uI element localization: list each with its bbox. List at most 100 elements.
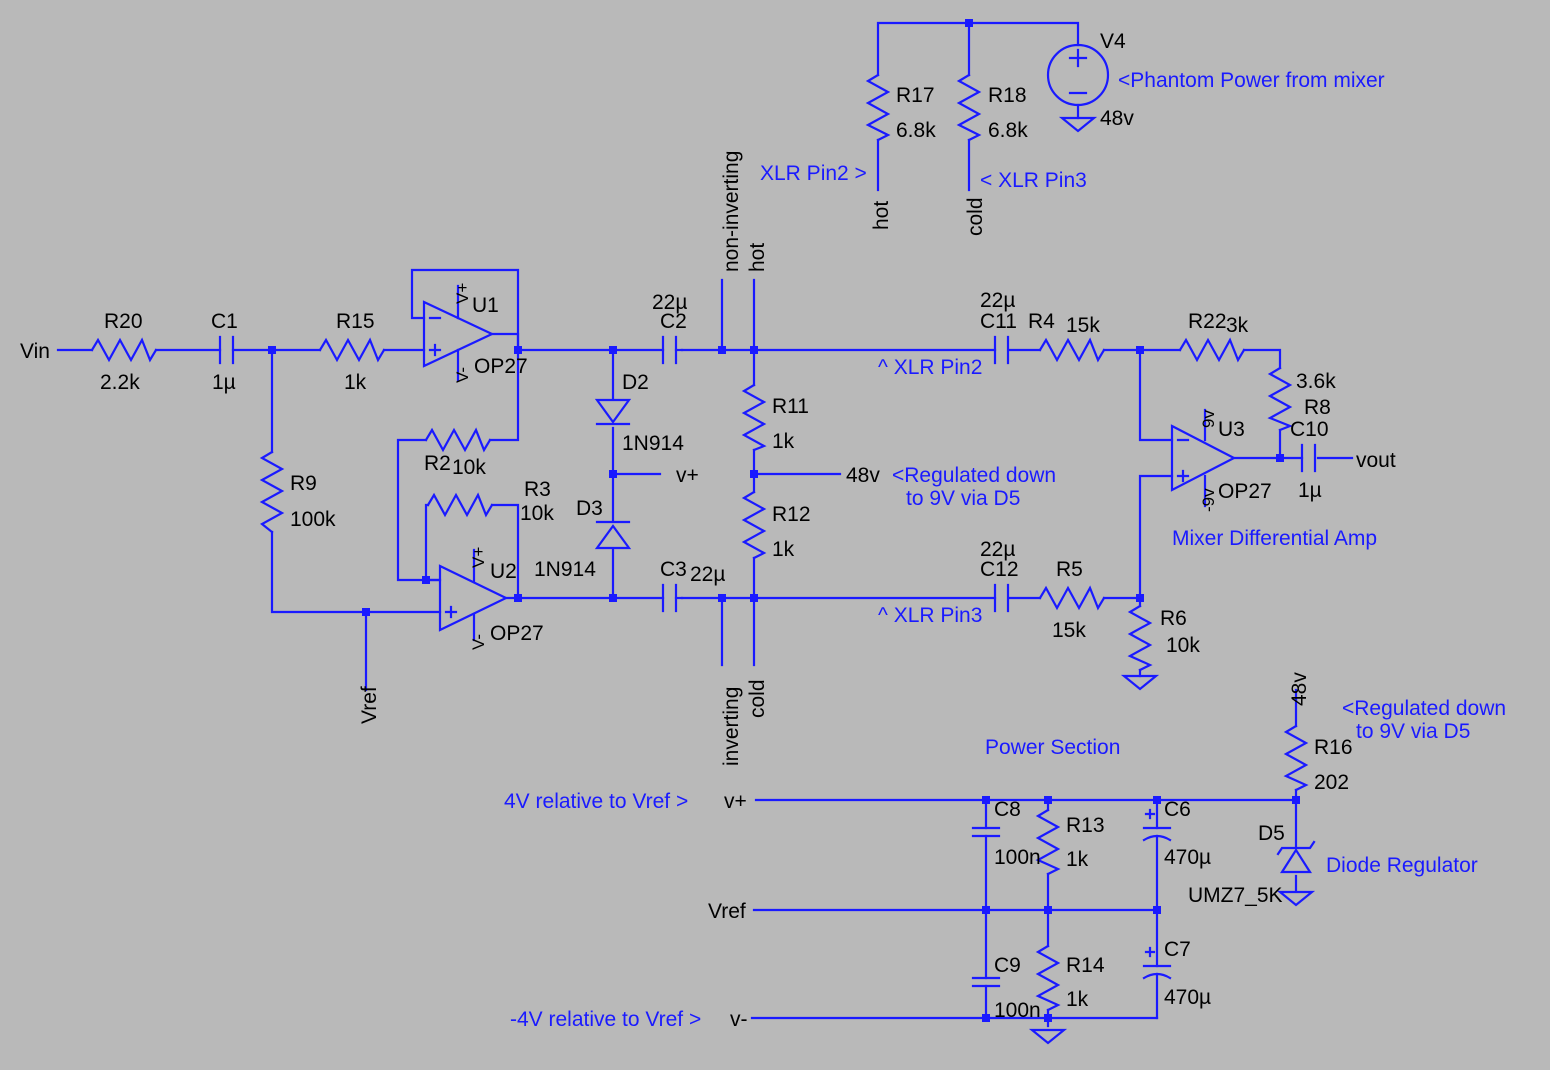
label-r22-value: 3k — [1226, 314, 1249, 337]
label-d3-model: 1N914 — [534, 558, 596, 581]
capacitor-c9 — [971, 976, 1001, 988]
label-c10-ref: C10 — [1290, 418, 1329, 441]
label-r17-ref: R17 — [896, 84, 935, 107]
label-u3-vp: 9v — [1199, 410, 1218, 428]
capacitor-c7 — [1142, 946, 1172, 980]
wires — [56, 21, 1354, 1028]
label-u1-ref: U1 — [472, 294, 499, 317]
net-48v-r11: 48v — [846, 464, 880, 487]
voltage-source-v4 — [1046, 43, 1110, 107]
ground-d5 — [1276, 890, 1316, 907]
net-vref-power: Vref — [708, 900, 746, 923]
net-labels: Vin vout Vref v+ 48v non-inverting hot i… — [20, 151, 1396, 1031]
label-u3-model: OP27 — [1218, 480, 1272, 503]
label-c9-ref: C9 — [994, 954, 1021, 977]
resistor-r11 — [741, 383, 767, 452]
annotations: <Phantom Power from mixer XLR Pin2 > < X… — [504, 69, 1506, 1031]
capacitor-c2 — [661, 335, 684, 365]
label-r16-ref: R16 — [1314, 736, 1353, 759]
resistor-r17 — [865, 73, 891, 142]
label-r11-ref: R11 — [772, 395, 809, 418]
label-r6-value: 10k — [1166, 634, 1200, 657]
label-r22-ref: R22 — [1188, 310, 1227, 333]
label-r2-value: 10k — [452, 456, 486, 479]
label-r15-value: 1k — [344, 371, 367, 394]
sources — [1028, 43, 1316, 1045]
label-c8-ref: C8 — [994, 798, 1021, 821]
diode-d3 — [594, 520, 632, 550]
label-r17-value: 6.8k — [896, 119, 936, 142]
net-hot-main: hot — [746, 243, 769, 272]
label-r9-ref: R9 — [290, 472, 317, 495]
label-r6-ref: R6 — [1160, 607, 1187, 630]
note-phantom: <Phantom Power from mixer — [1118, 69, 1385, 92]
label-c7-value: 470µ — [1164, 986, 1211, 1009]
capacitor-c1 — [218, 335, 235, 365]
label-c8-value: 100n — [994, 846, 1041, 869]
capacitor-c6 — [1142, 808, 1172, 842]
label-r8-ref: R8 — [1304, 396, 1331, 419]
label-u1-vn: V- — [453, 367, 472, 383]
label-c12-value: 22µ — [980, 538, 1015, 561]
label-c3-value: 22µ — [690, 563, 725, 586]
note-regulated-1a: <Regulated down — [892, 464, 1056, 487]
label-r18-value: 6.8k — [988, 119, 1028, 142]
resistor-r13 — [1035, 808, 1061, 876]
label-c7-ref: C7 — [1164, 938, 1191, 961]
label-r5-value: 15k — [1052, 619, 1086, 642]
label-r2-ref: R2 — [424, 452, 451, 475]
label-c10-value: 1µ — [1298, 479, 1322, 502]
component-labels: R20 2.2k C1 1µ R15 1k R9 100k U1 V+ V- O… — [100, 30, 1353, 1022]
label-r11-value: 1k — [772, 430, 795, 453]
note-vminus-rel: -4V relative to Vref > — [510, 1008, 701, 1031]
resistors — [90, 73, 1309, 1012]
opamp-u2 — [426, 548, 509, 642]
label-d3-ref: D3 — [576, 497, 603, 520]
note-xlr-pin2-up: ^ XLR Pin2 — [878, 356, 982, 379]
note-vplus-rel: 4V relative to Vref > — [504, 790, 688, 813]
resistor-r22 — [1178, 337, 1246, 363]
resistor-r3 — [426, 492, 494, 518]
resistor-r18 — [956, 73, 982, 142]
ground-r14 — [1028, 1028, 1068, 1045]
label-c1-ref: C1 — [211, 310, 238, 333]
net-vplus-power: v+ — [724, 790, 747, 813]
resistor-r2 — [424, 427, 492, 453]
label-u2-vp: V+ — [469, 547, 488, 568]
label-r18-ref: R18 — [988, 84, 1027, 107]
label-u3-vn: -9v — [1199, 488, 1218, 512]
resistor-r14 — [1035, 944, 1061, 1012]
capacitor-c8 — [971, 826, 1001, 838]
resistor-r15 — [318, 337, 386, 363]
resistor-r9 — [259, 450, 285, 534]
label-r14-value: 1k — [1066, 988, 1089, 1011]
label-r8-value: 3.6k — [1296, 370, 1336, 393]
label-c11-value: 22µ — [980, 289, 1015, 312]
capacitor-c3 — [661, 583, 684, 613]
note-xlr-pin2-left: XLR Pin2 > — [760, 162, 867, 185]
label-r9-value: 100k — [290, 508, 336, 531]
label-r20-value: 2.2k — [100, 371, 140, 394]
capacitor-c12 — [993, 583, 1010, 613]
label-r4-ref: R4 — [1028, 310, 1055, 333]
diodes — [594, 398, 1316, 874]
net-hot-phantom: hot — [870, 201, 893, 230]
diode-d2 — [594, 398, 632, 426]
label-d2-ref: D2 — [622, 371, 649, 394]
opamp-u1 — [422, 284, 495, 382]
label-u1-model: OP27 — [474, 355, 528, 378]
resistor-r8 — [1267, 366, 1293, 432]
label-c9-value: 100n — [994, 999, 1041, 1022]
resistor-r5 — [1038, 585, 1106, 611]
capacitor-c11 — [993, 335, 1010, 365]
resistor-r6 — [1127, 604, 1153, 672]
note-mixer-diff: Mixer Differential Amp — [1172, 527, 1377, 550]
label-r3-value: 10k — [520, 502, 554, 525]
label-c2-ref: C2 — [660, 310, 687, 333]
label-c11-ref: C11 — [980, 310, 1017, 333]
resistor-r16 — [1283, 724, 1309, 792]
opamp-u3 — [1170, 408, 1237, 508]
net-48v-r16: 48v — [1288, 672, 1311, 706]
label-v4-ref: V4 — [1100, 30, 1126, 53]
